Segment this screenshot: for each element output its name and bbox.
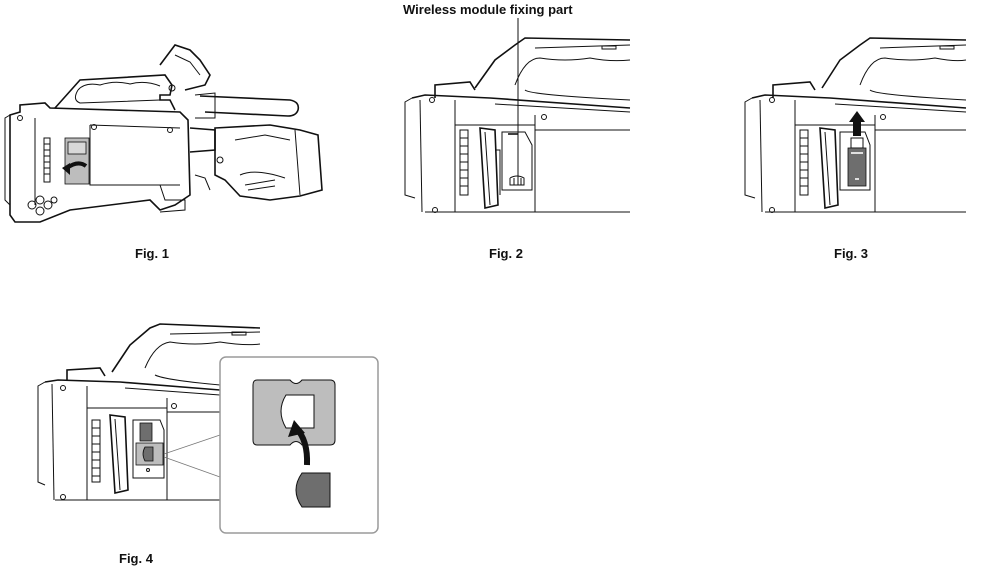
figure-1: Fig. 1 [0,0,340,270]
module-connector [850,137,864,149]
caption-fig-2: Fig. 2 [489,246,523,261]
cap-attachment-illustration [37,323,379,534]
callout-wireless-module-fixing-part: Wireless module fixing part [403,2,573,17]
inset-wireless-module [295,472,331,508]
slot-closeup-illustration [404,18,631,213]
module-insertion-illustration [744,37,967,213]
figure-2: Wireless module fixing part [390,0,640,270]
figure-4: Fig. 4 [30,310,390,570]
caption-fig-3: Fig. 3 [834,246,868,261]
figure-3: Fig. 3 [740,0,1006,270]
insert-arrow-up-icon [849,111,865,136]
caption-fig-1: Fig. 1 [135,246,169,261]
caption-fig-4: Fig. 4 [119,551,153,566]
camcorder-side-view-illustration [4,44,323,223]
wireless-module [847,147,867,187]
